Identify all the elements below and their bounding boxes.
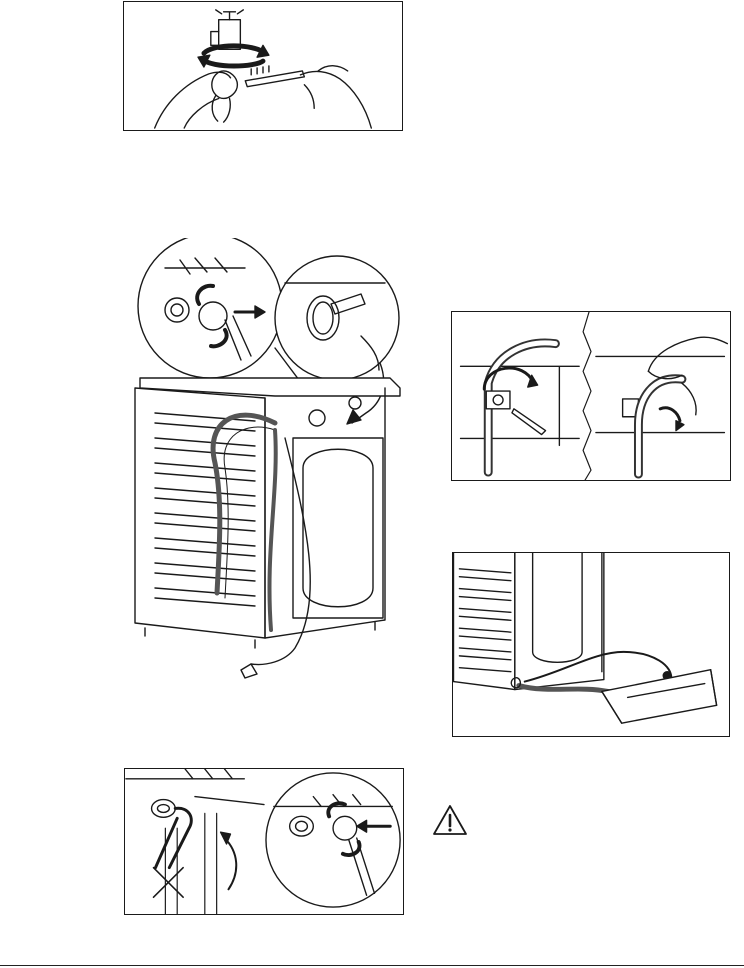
drain-hose-wrench-icon (452, 312, 730, 480)
hose-reconnect-icon (125, 769, 403, 914)
faucet-filter-cleaning-figure (123, 1, 403, 131)
faucet-toothbrush-icon (124, 2, 402, 130)
washer-back-hose-icon (125, 238, 403, 688)
drain-into-bowl-figure (452, 552, 730, 737)
drain-bowl-icon (453, 553, 729, 736)
footer-rule (0, 965, 744, 966)
inlet-hose-removal-figure (125, 238, 403, 688)
inlet-hose-reconnect-figure (124, 768, 404, 915)
drain-hose-release-figure (451, 311, 731, 481)
warning-triangle-icon (432, 804, 468, 836)
